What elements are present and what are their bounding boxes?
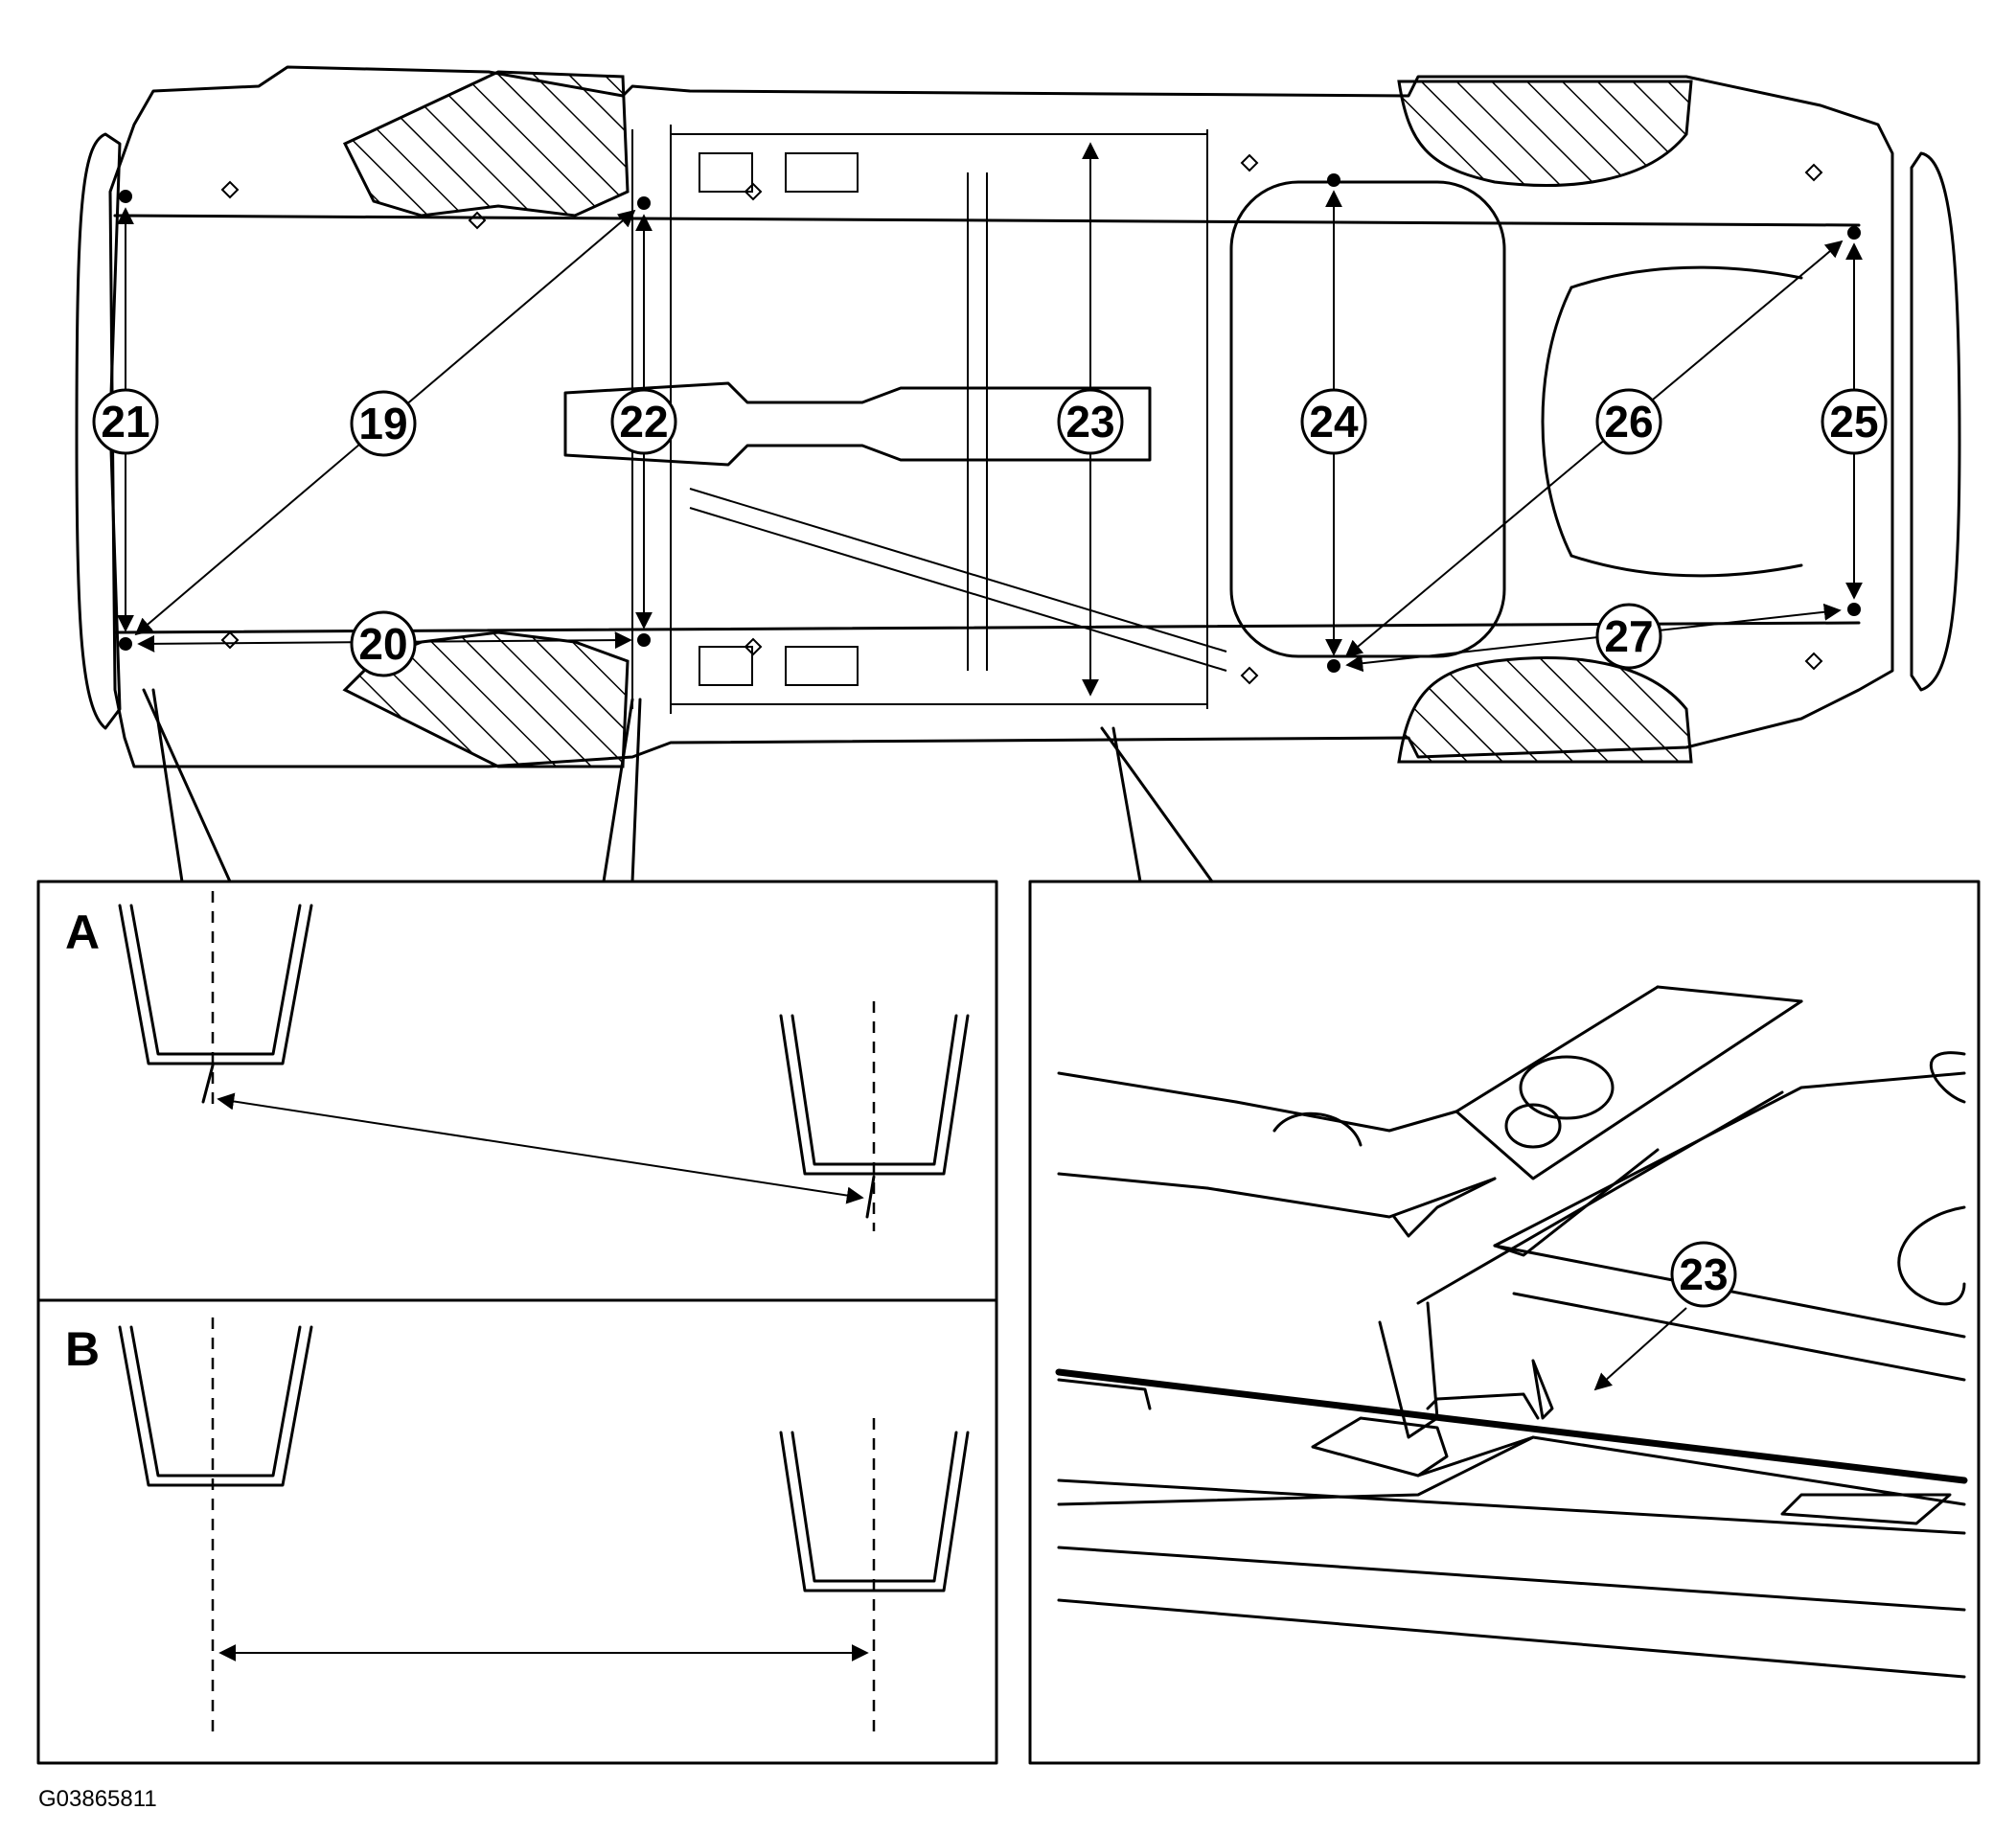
- underbody-plan-view: 21 19 22 23 24 26 25 20: [75, 65, 1961, 768]
- rear-bumper: [1910, 151, 1961, 692]
- callout-23-label: 23: [1065, 397, 1114, 447]
- callout-20: 20: [350, 610, 417, 677]
- panel-b-left-channel: [118, 1325, 313, 1487]
- callout-24-label: 24: [1309, 397, 1359, 447]
- callout-19-label: 19: [358, 399, 407, 448]
- rocker-panel-reference-line: [1055, 1368, 1968, 1484]
- callout-22-label: 22: [619, 397, 668, 447]
- callout-23: 23: [1057, 388, 1124, 455]
- fuel-tank: [1229, 180, 1506, 658]
- callout-19: 19: [350, 390, 417, 457]
- dimension-line-27: [1345, 603, 1842, 673]
- detail-callout-23-label: 23: [1679, 1249, 1728, 1299]
- front-bumper: [75, 132, 122, 730]
- figure-id: G03865811: [38, 1786, 157, 1812]
- detail-callout-23-arrow: [1593, 1307, 1687, 1391]
- bolt-head: [1519, 1055, 1615, 1120]
- detail-panel-23-frame: [1028, 880, 1981, 1765]
- panel-a-dimension-arrow: [217, 1092, 864, 1204]
- callout-27-label: 27: [1604, 611, 1653, 661]
- rear-left-wheel-hatch: [1397, 80, 1693, 187]
- measuring-points: [119, 173, 1861, 673]
- callout-24: 24: [1300, 388, 1367, 455]
- callout-26: 26: [1595, 388, 1662, 455]
- callout-27: 27: [1595, 603, 1662, 670]
- callout-26-label: 26: [1604, 397, 1653, 447]
- callout-25-label: 25: [1829, 397, 1878, 447]
- exhaust-pipe: [563, 381, 1152, 467]
- detail-callout-23: 23: [1670, 1241, 1737, 1308]
- front-left-wheel-hatch: [342, 70, 630, 218]
- detail-panel-ab-frame: [36, 880, 998, 1765]
- detail-panel-23: 23: [1028, 880, 1981, 1765]
- callout-21-label: 21: [101, 397, 149, 447]
- dimension-line-26: [1344, 240, 1844, 658]
- callout-20-label: 20: [358, 619, 407, 669]
- rear-right-wheel-hatch: [1397, 656, 1693, 764]
- panel-b-label: B: [65, 1322, 100, 1376]
- panel-a-label: A: [65, 905, 100, 959]
- detail-leaders: [142, 688, 1214, 883]
- detail-panel-ab: A B: [36, 880, 998, 1765]
- callout-21: 21: [92, 388, 159, 455]
- panel-a-left-channel: [118, 904, 313, 1065]
- callout-25: 25: [1821, 388, 1888, 455]
- callout-22: 22: [610, 388, 677, 455]
